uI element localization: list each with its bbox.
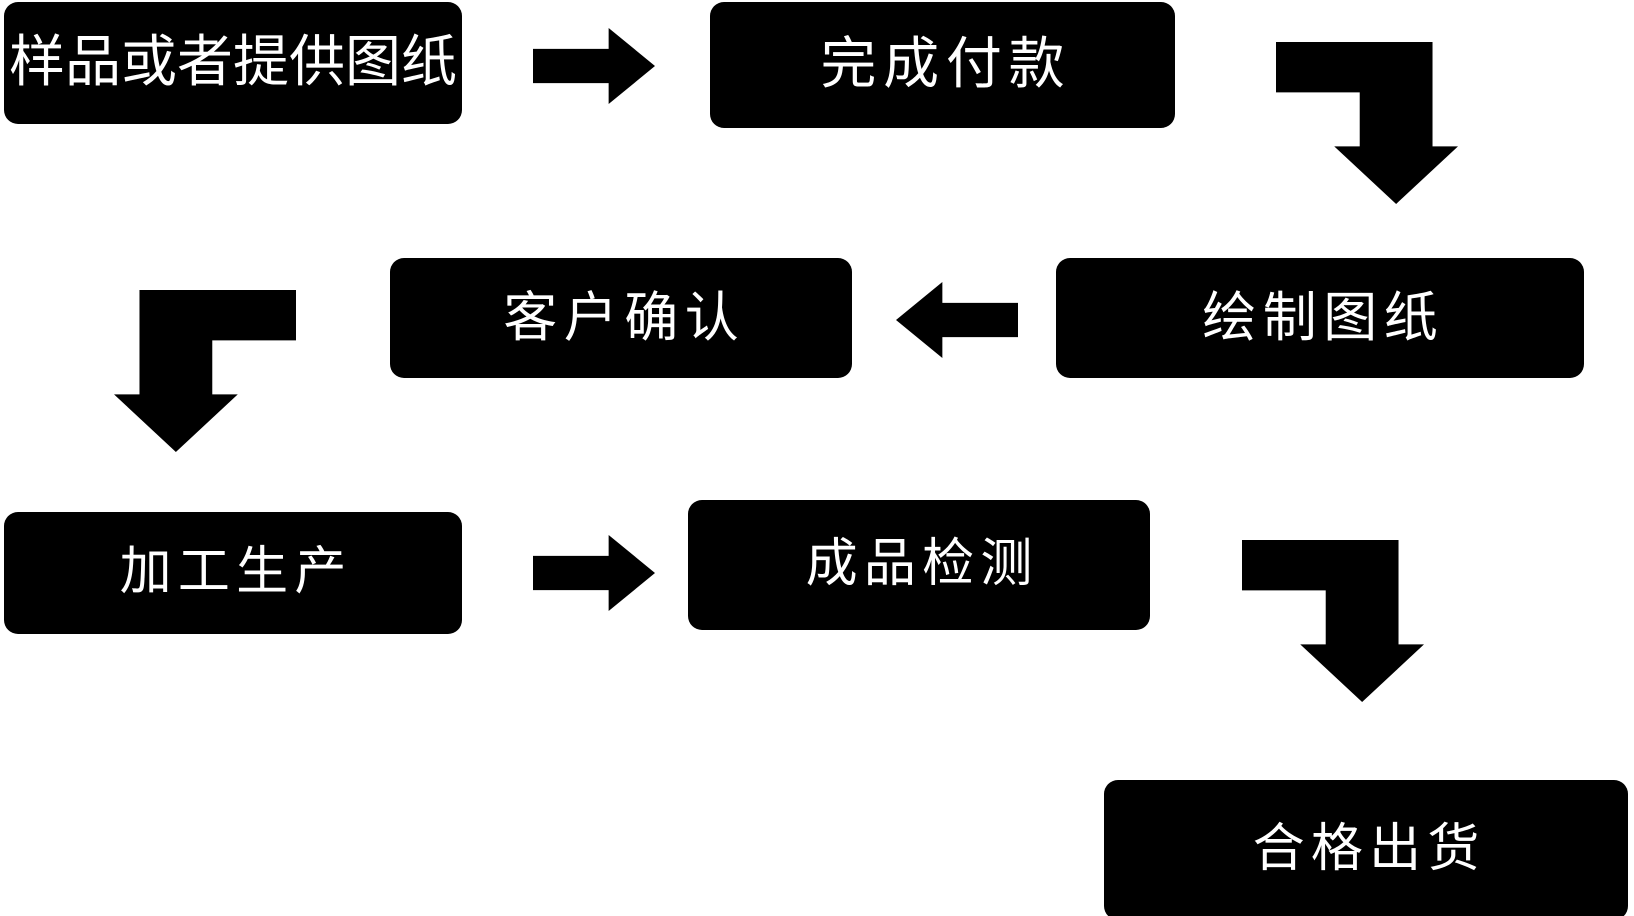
flow-node-draw-drawing[interactable]: 绘制图纸 — [1056, 258, 1584, 378]
flow-node-label: 样品或者提供图纸 — [9, 30, 457, 96]
flow-node-customer-confirm[interactable]: 客户确认 — [390, 258, 852, 378]
arrow-elbow-right-down-icon — [1242, 540, 1424, 702]
flow-node-label: 绘制图纸 — [1202, 286, 1445, 350]
arrow-elbow-left-down-icon — [114, 290, 296, 452]
arrow-right-icon — [533, 535, 655, 611]
flow-node-label: 合格出货 — [1252, 819, 1486, 880]
arrow-elbow-right-down-icon — [1276, 42, 1458, 204]
flow-node-label: 加工生产 — [119, 542, 353, 603]
flow-node-finished-inspection[interactable]: 成品检测 — [688, 500, 1150, 630]
flow-node-label: 完成付款 — [820, 32, 1072, 98]
flow-node-label: 客户确认 — [503, 286, 746, 350]
flow-node-processing-production[interactable]: 加工生产 — [4, 512, 462, 634]
flow-node-label: 成品检测 — [805, 534, 1039, 595]
flow-node-sample-or-drawing[interactable]: 样品或者提供图纸 — [4, 2, 462, 124]
flow-node-complete-payment[interactable]: 完成付款 — [710, 2, 1175, 128]
arrow-left-icon — [896, 282, 1018, 358]
arrow-right-icon — [533, 28, 655, 104]
flow-node-qualified-shipment[interactable]: 合格出货 — [1104, 780, 1628, 916]
